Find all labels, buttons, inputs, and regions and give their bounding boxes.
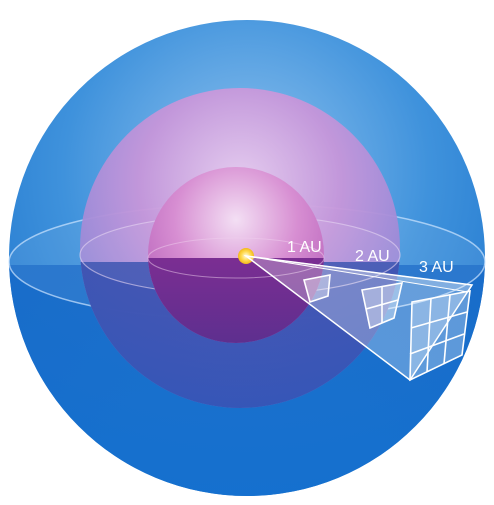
light-cone xyxy=(243,254,474,382)
inner-sphere xyxy=(147,167,325,343)
patch-2au xyxy=(361,282,404,330)
label-1au: 1 AU xyxy=(287,239,322,256)
label-3au: 3 AU xyxy=(419,259,454,276)
patch-1au xyxy=(303,274,331,304)
label-2au: 2 AU xyxy=(355,248,390,265)
patch-3au xyxy=(409,290,471,382)
inner-equator-plane xyxy=(147,237,325,279)
